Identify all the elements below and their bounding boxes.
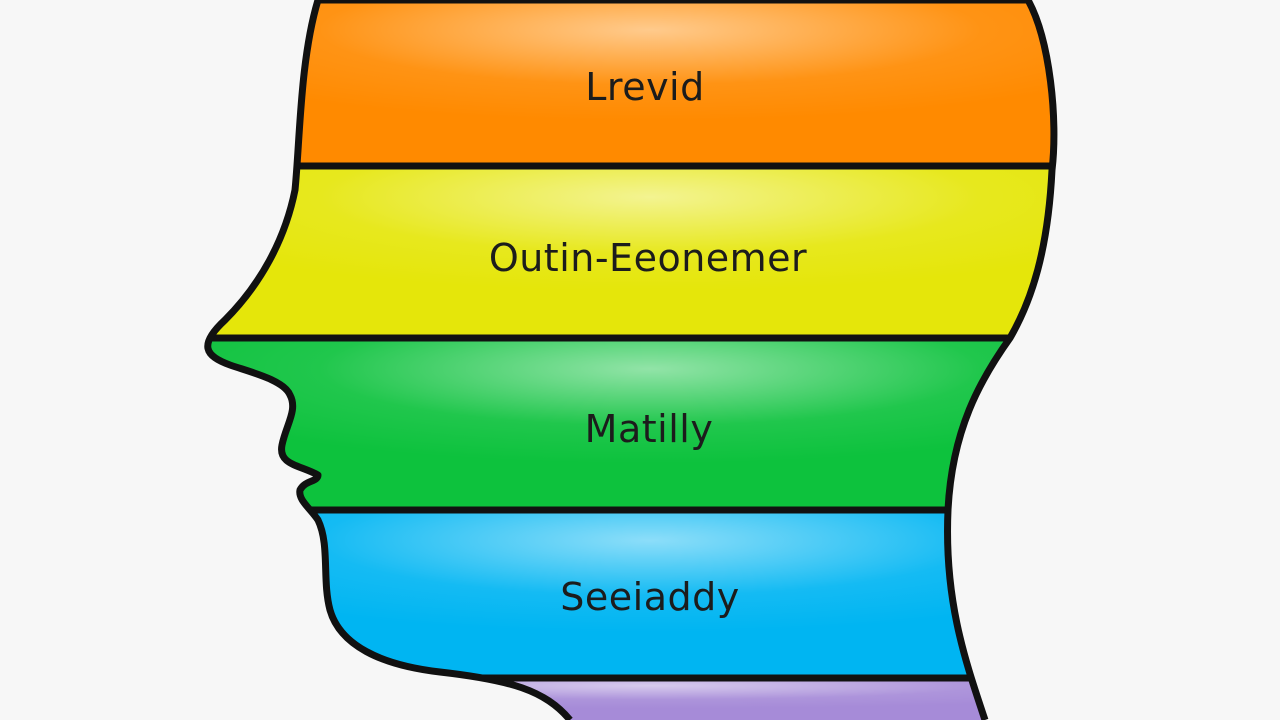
band-yellow-shine	[207, 166, 1054, 338]
band-label-4: Seeiaddy	[560, 575, 739, 619]
band-label-3: Matilly	[585, 407, 714, 451]
band-orange-shine	[207, 0, 1054, 166]
band-label-2: Outin-Eeonemer	[489, 236, 807, 280]
head-outline	[204, 0, 1058, 720]
band-green-shine	[207, 338, 1054, 510]
band-purple-shine	[207, 678, 1054, 720]
band-label-1: Lrevid	[585, 65, 705, 109]
